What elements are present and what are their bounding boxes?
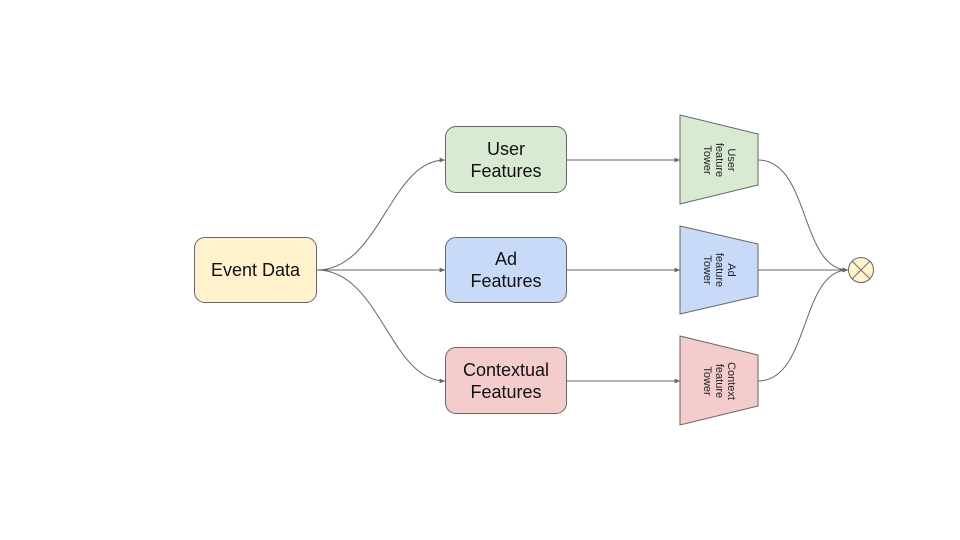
ad-features-node: Ad Features xyxy=(445,237,567,303)
context-tower-label-line1: Context xyxy=(725,362,737,400)
edge-event-to-context xyxy=(316,269,446,384)
ad-features-label-line1: Ad xyxy=(494,249,518,269)
event-data-node: Event Data xyxy=(194,237,317,303)
user-features-label-line2: Features xyxy=(470,160,542,181)
context-tower-label: Context feature Tower xyxy=(694,341,744,421)
context-tower-label-line3: Tower xyxy=(701,366,713,396)
user-tower-label-line3: Tower xyxy=(701,145,713,175)
user-tower-label-line2: feature xyxy=(713,142,725,178)
edge-context-tower-to-combiner xyxy=(757,267,849,382)
user-tower-label: User feature Tower xyxy=(694,120,744,200)
ad-tower-label: Ad feature Tower xyxy=(694,230,744,310)
edge-user-tower-to-combiner xyxy=(757,159,849,273)
combiner-node xyxy=(848,257,874,283)
context-tower-label-line2: feature xyxy=(713,363,725,399)
context-feature-tower xyxy=(679,335,759,426)
user-features-label-line1: User xyxy=(486,138,525,159)
event-data-label: Event Data xyxy=(210,260,301,280)
contextual-features-label-line1: Contextual xyxy=(462,359,550,380)
user-feature-tower xyxy=(679,114,759,205)
user-features-node: User Features xyxy=(445,126,567,193)
ad-tower-label-line1: Ad xyxy=(725,263,737,277)
contextual-features-label-line2: Features xyxy=(470,381,542,402)
ad-tower-label-line3: Tower xyxy=(701,255,713,285)
edge-event-to-user xyxy=(316,157,446,271)
user-tower-label-line1: User xyxy=(725,148,737,172)
ad-feature-tower xyxy=(679,225,759,315)
ad-tower-label-line2: feature xyxy=(713,252,725,288)
ad-features-label-line2: Features xyxy=(470,271,542,291)
contextual-features-node: Contextual Features xyxy=(445,347,567,414)
